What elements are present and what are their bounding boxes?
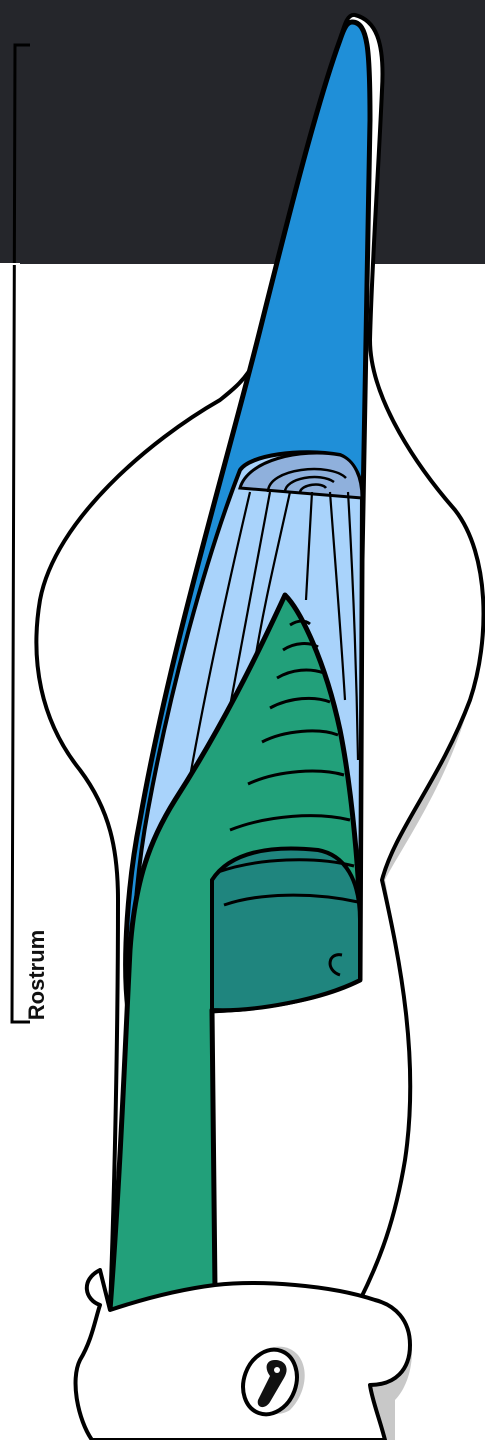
green-inner-oval: [212, 849, 360, 1011]
rostrum-scale-bracket: [12, 45, 30, 1022]
eye-highlight: [274, 1367, 280, 1373]
rostrum-label: Rostrum: [24, 930, 50, 1020]
